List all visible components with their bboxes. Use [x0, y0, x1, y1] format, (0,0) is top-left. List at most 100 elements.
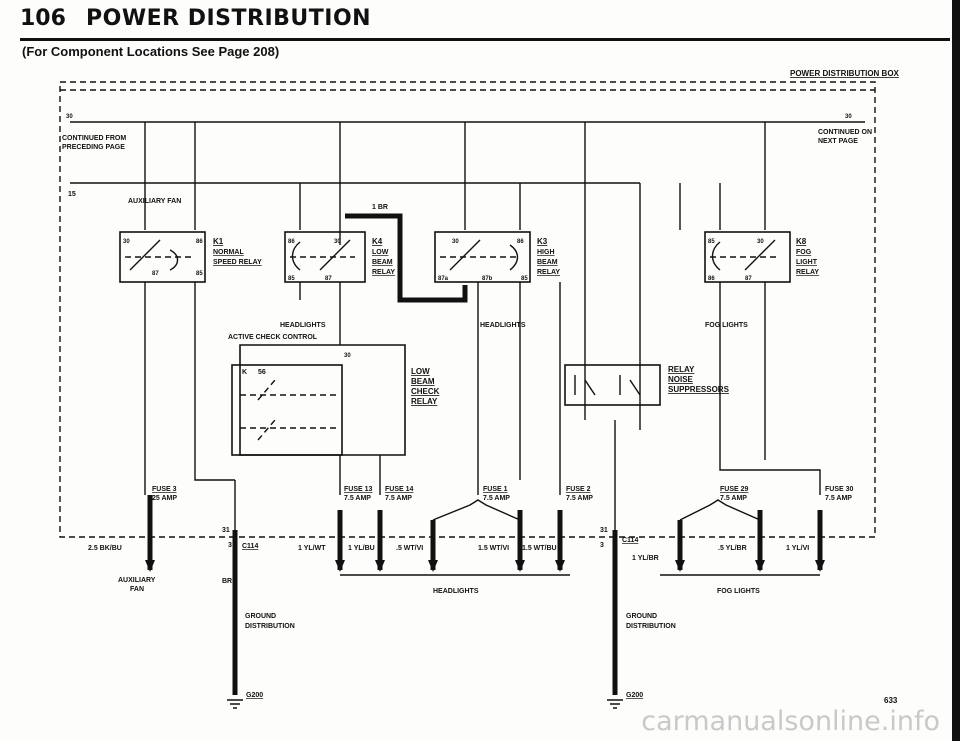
k56-id: K	[242, 369, 247, 376]
k56-name-1: LOW	[411, 367, 430, 376]
k56-name-4: RELAY	[411, 397, 438, 406]
pin-3-left: 3	[228, 542, 232, 549]
headlights-label-k3: HEADLIGHTS	[480, 322, 526, 329]
ground-dist-left-1: GROUND	[245, 613, 276, 620]
aux-fan-bottom-1: AUXILIARY	[118, 577, 156, 584]
relay-output-wires	[144, 282, 766, 495]
fog-lights-label-k8: FOG LIGHTS	[705, 322, 748, 329]
fuse-2-name: FUSE 2	[566, 486, 591, 493]
k1-name-2: SPEED RELAY	[213, 259, 262, 266]
wire-1-br-label: 1 BR	[372, 204, 388, 211]
wire-wt-vi: .5 WT/VI	[396, 545, 423, 552]
fog-lights-bottom: FOG LIGHTS	[717, 588, 760, 595]
fuse-14-amp: 7.5 AMP	[385, 495, 412, 502]
fuse-1-amp: 7.5 AMP	[483, 495, 510, 502]
k56-name-3: CHECK	[411, 387, 440, 396]
ground-dist-right-2: DISTRIBUTION	[626, 623, 676, 630]
k3-id: K3	[537, 237, 548, 246]
suppressors-3: SUPPRESSORS	[668, 385, 730, 394]
k3-pin-86: 86	[517, 239, 524, 245]
k8-pin-86: 86	[708, 276, 715, 282]
ground-symbol-right	[607, 699, 623, 709]
g200-right: G200	[626, 692, 643, 699]
wire-yl-vi: 1 YL/VI	[786, 545, 809, 552]
suppressors-1: RELAY	[668, 365, 695, 374]
fuse-30-amp: 7.5 AMP	[825, 495, 852, 502]
wire-yl-br-5: .5 YL/BR	[718, 545, 747, 552]
relay-k56-contacts	[240, 379, 340, 441]
fuse-13-amp: 7.5 AMP	[344, 495, 371, 502]
terminal-15: 15	[68, 191, 76, 198]
k8-name-1: FOG	[796, 249, 812, 256]
headlights-label-k4: HEADLIGHTS	[280, 322, 326, 329]
fuse-feed-wires	[339, 282, 821, 495]
k4-name-1: LOW	[372, 249, 389, 256]
relay-k3	[434, 231, 531, 283]
pin-31-left: 31	[222, 527, 230, 534]
k3-pin-87a: 87a	[438, 276, 449, 282]
k56-num: 56	[258, 369, 266, 376]
k3-name-2: BEAM	[537, 259, 558, 266]
page-edge-bar	[952, 0, 960, 741]
wire-wt-vi-15: 1.5 WT/VI	[478, 545, 509, 552]
fuse-30-name: FUSE 30	[825, 486, 854, 493]
c114-left: C114	[242, 543, 258, 550]
continued-from-1: CONTINUED FROM	[62, 135, 126, 142]
k1-id: K1	[213, 237, 224, 246]
fuse-2-amp: 7.5 AMP	[566, 495, 593, 502]
watermark: carmanualsonline.info	[641, 706, 940, 737]
bus-30-drops	[144, 122, 766, 420]
k8-id: K8	[796, 237, 807, 246]
k8-pin-30: 30	[757, 239, 764, 245]
ground-symbol-left	[227, 699, 243, 709]
k56-pin-30: 30	[344, 353, 351, 359]
wire-yl-bu: 1 YL/BU	[348, 545, 375, 552]
aux-fan-label: AUXILIARY FAN	[128, 198, 181, 205]
k1-pin-30: 30	[123, 239, 130, 245]
title-rule	[20, 38, 950, 41]
aux-fan-bottom-2: FAN	[130, 586, 144, 593]
fuse-14-name: FUSE 14	[385, 486, 414, 493]
k1-pin-86: 86	[196, 239, 203, 245]
wire-br: BR	[222, 578, 232, 585]
active-check-label: ACTIVE CHECK CONTROL	[228, 334, 318, 341]
k8-pin-85: 85	[708, 239, 715, 245]
k1-name-1: NORMAL	[213, 249, 244, 256]
relay-k56-inner	[231, 364, 343, 456]
terminal-30-left: 30	[66, 114, 73, 120]
fuse-1-name: FUSE 1	[483, 486, 508, 493]
headlights-bottom: HEADLIGHTS	[433, 588, 479, 595]
ground-dist-left-2: DISTRIBUTION	[245, 623, 295, 630]
relay-k1	[119, 231, 206, 283]
relay-k56	[239, 344, 406, 456]
splice-connections	[432, 499, 761, 521]
fuse-3-name: FUSE 3	[152, 486, 177, 493]
k4-pin-30: 30	[334, 239, 341, 245]
k8-name-3: RELAY	[796, 269, 819, 276]
k3-pin-87b: 87b	[482, 276, 493, 282]
k56-name-2: BEAM	[411, 377, 435, 386]
k4-pin-85: 85	[288, 276, 295, 282]
wire-1-br	[345, 213, 468, 303]
fuse-3-amp: 25 AMP	[152, 495, 177, 502]
page-reference: 633	[884, 696, 898, 705]
k4-id: K4	[372, 237, 383, 246]
page-header: 106 POWER DISTRIBUTION (For Component Lo…	[0, 0, 960, 60]
k4-pin-87: 87	[325, 276, 332, 282]
k3-pin-30: 30	[452, 239, 459, 245]
pin-31-right: 31	[600, 527, 608, 534]
pin-3-right: 3	[600, 542, 604, 549]
relay-k4	[284, 231, 366, 283]
continued-on-2: NEXT PAGE	[818, 138, 858, 145]
k3-name-1: HIGH	[537, 249, 555, 256]
output-wire-stubs	[147, 495, 823, 570]
wire-wt-bu-15: 1.5 WT/BU	[522, 545, 557, 552]
fuse-29-name: FUSE 29	[720, 486, 749, 493]
k1-pin-85: 85	[196, 271, 203, 277]
k4-name-3: RELAY	[372, 269, 395, 276]
k8-name-2: LIGHT	[796, 259, 818, 266]
wire-bk-bu: 2.5 BK/BU	[88, 545, 122, 552]
k4-pin-86: 86	[288, 239, 295, 245]
relay-k8	[704, 231, 791, 283]
